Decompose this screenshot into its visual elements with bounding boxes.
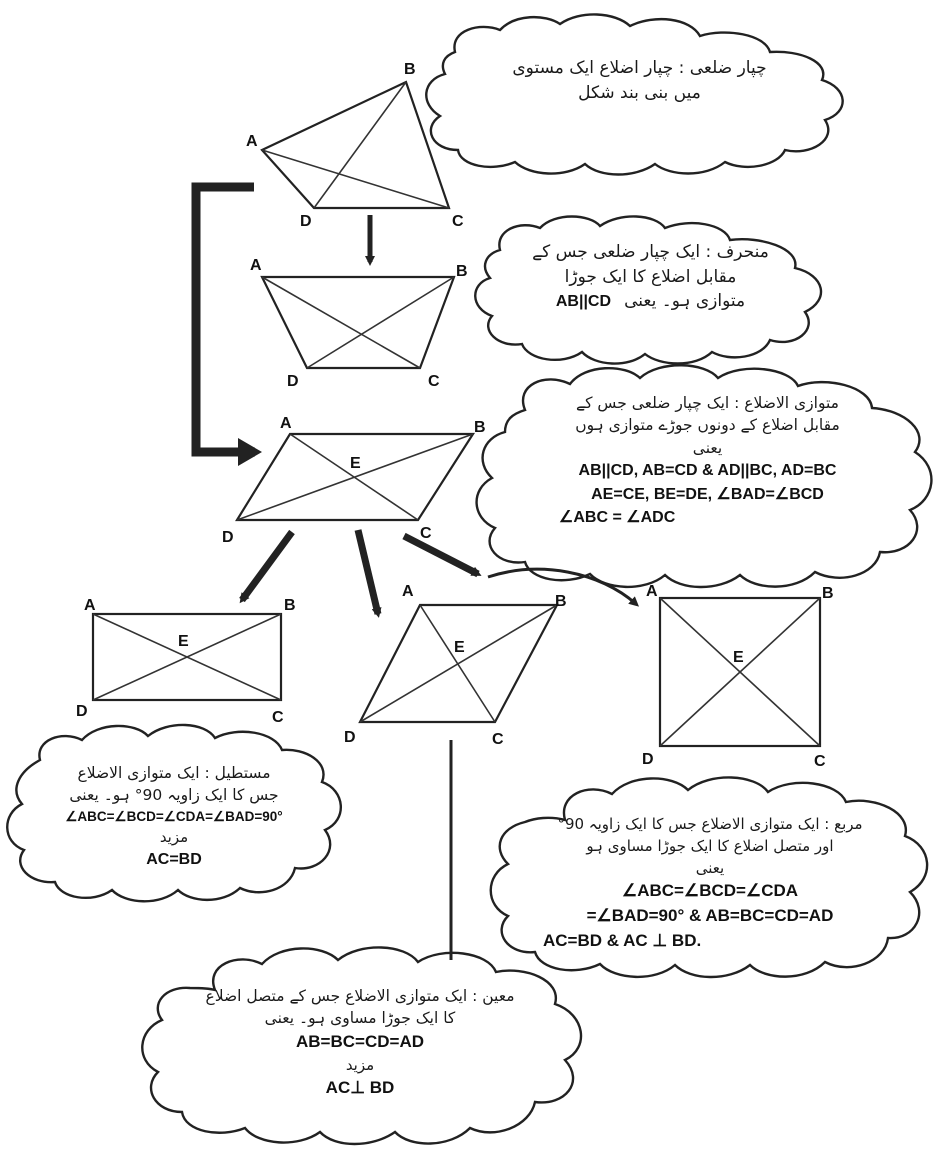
- arrow-para-to-rhombus: [354, 529, 382, 618]
- para-line-1: متوازی الاضلاع : ایک چپار ضلعی جس کے: [576, 394, 839, 412]
- cloud-trapezium: [474, 215, 823, 365]
- rect-extra: مزید: [159, 827, 189, 846]
- shape-parallelogram: [235, 432, 476, 522]
- arrow-quad-to-parallelogram: [191, 182, 255, 457]
- para-math-2: AE=CE, BE=DE, ∠BAD=∠BCD: [591, 485, 824, 503]
- arrowhead-parallelogram: [238, 438, 262, 466]
- parallelogram-definition: متوازی الاضلاع : ایک چپار ضلعی جس کے مقا…: [505, 392, 910, 529]
- shape-quadrilateral: [260, 80, 451, 210]
- trap-vertex-c: C: [428, 373, 440, 390]
- cloud-rectangle: [6, 723, 342, 903]
- rect-vertex-c: C: [272, 709, 284, 726]
- para-vertex-e: E: [350, 455, 361, 472]
- para-line-2: مقابل اضلاع کے دونوں جوڑے متوازی ہوں: [575, 416, 840, 435]
- rhombus-definition: معین : ایک متوازی الاضلاع جس کے متصل اضل…: [165, 985, 555, 1101]
- trap-vertex-a: A: [250, 257, 262, 274]
- para-vertex-c: C: [420, 525, 432, 542]
- quad-vertex-a: A: [246, 133, 258, 150]
- sq-line-1: مربع : ایک متوازی الاضلاع جس کا ایک زاوی…: [557, 815, 863, 833]
- rect-line-2: جس کا ایک زاویہ 90° ہو۔ یعنی: [69, 786, 279, 805]
- cloud-square: [489, 776, 929, 979]
- trap-vertex-d: D: [287, 373, 299, 390]
- sq-line-3: یعنی: [695, 858, 725, 877]
- sq-math-1: ∠ABC=∠BCD=∠CDA: [621, 881, 799, 901]
- shape-rectangle: [91, 612, 283, 702]
- trap-line-3: متوازی ہو۔ یعنی AB||CD: [498, 289, 803, 314]
- rhom-line-1: معین : ایک متوازی الاضلاع جس کے متصل اضل…: [205, 987, 515, 1005]
- rectangle-definition: مستطیل : ایک متوازی الاضلاع جس کا ایک زا…: [24, 762, 324, 871]
- rhom-vertex-e: E: [454, 639, 465, 656]
- rhom-line-2: کا ایک جوڑا مساوی ہو۔ یعنی: [264, 1009, 456, 1028]
- quad-line-2: میں بنی بند شکل: [578, 82, 701, 103]
- trap-line-1: منحرف : ایک چپار ضلعی جس کے: [532, 242, 769, 262]
- shape-square: [658, 596, 822, 748]
- sq-math-3: AC=BD & AC ⊥ BD.: [543, 930, 702, 950]
- rhom-extra: مزید: [345, 1055, 375, 1074]
- para-vertex-a: A: [280, 415, 292, 432]
- quad-vertex-c: C: [452, 213, 464, 230]
- rhom-vertex-c: C: [492, 731, 504, 748]
- sq-vertex-e: E: [733, 649, 744, 666]
- rhom-vertex-d: D: [344, 729, 356, 746]
- rhom-vertex-b: B: [555, 593, 567, 610]
- square-definition: مربع : ایک متوازی الاضلاع جس کا ایک زاوی…: [515, 814, 905, 953]
- rect-vertex-e: E: [178, 633, 189, 650]
- para-math-3: ∠ABC = ∠ADC: [559, 508, 676, 526]
- rect-vertex-a: A: [84, 597, 96, 614]
- rhom-math-1: AB=BC=CD=AD: [296, 1031, 424, 1051]
- rect-vertex-b: B: [284, 597, 296, 614]
- sq-vertex-d: D: [642, 751, 654, 768]
- cloud-parallelogram: [475, 364, 933, 589]
- trapezium-definition: منحرف : ایک چپار ضلعی جس کے مقابل اضلاع …: [498, 240, 803, 314]
- cloud-quadrilateral: [425, 13, 844, 176]
- sq-math-2: =∠BAD=90° & AB=BC=CD=AD: [586, 905, 834, 925]
- quad-line-1: چپار ضلعی : چپار اضلاع ایک مستوی: [512, 58, 767, 78]
- para-math-1: AB||CD, AB=CD & AD||BC, AD=BC: [578, 462, 837, 480]
- sq-vertex-a: A: [646, 583, 658, 600]
- sq-vertex-c: C: [814, 753, 826, 770]
- quad-vertex-b: B: [404, 61, 416, 78]
- shape-trapezium: [260, 275, 456, 370]
- arrow-para-to-rectangle: [239, 529, 295, 604]
- arrow-para-to-square-b: [487, 567, 639, 607]
- trap-math: AB||CD: [555, 293, 612, 311]
- quadrilateral-definition: چپار ضلعی : چپار اضلاع ایک مستوی میں بنی…: [462, 56, 817, 105]
- rhom-vertex-a: A: [402, 583, 414, 600]
- rect-math-1: ∠ABC=∠BCD=∠CDA=∠BAD=90°: [65, 808, 283, 824]
- rect-vertex-d: D: [76, 703, 88, 720]
- quad-vertex-d: D: [300, 213, 312, 230]
- shape-rhombus: [358, 603, 559, 724]
- para-vertex-d: D: [222, 529, 234, 546]
- para-vertex-b: B: [474, 419, 486, 436]
- arrow-para-to-square-a: [402, 532, 482, 578]
- para-line-3: یعنی: [692, 438, 723, 457]
- trap-vertex-b: B: [456, 263, 468, 280]
- sq-vertex-b: B: [822, 585, 834, 602]
- sq-line-2: اور متصل اضلاع کا ایک جوڑا مساوی ہو: [586, 836, 834, 855]
- trap-line-3-text: متوازی ہو۔ یعنی: [624, 291, 746, 312]
- rect-math-2: AC=BD: [146, 851, 202, 869]
- rect-line-1: مستطیل : ایک متوازی الاضلاع: [77, 764, 271, 782]
- rhom-math-2: AC⊥ BD: [325, 1078, 395, 1098]
- cloud-rhombus: [141, 946, 583, 1146]
- trap-line-2: مقابل اضلاع کا ایک جوڑا: [564, 266, 737, 287]
